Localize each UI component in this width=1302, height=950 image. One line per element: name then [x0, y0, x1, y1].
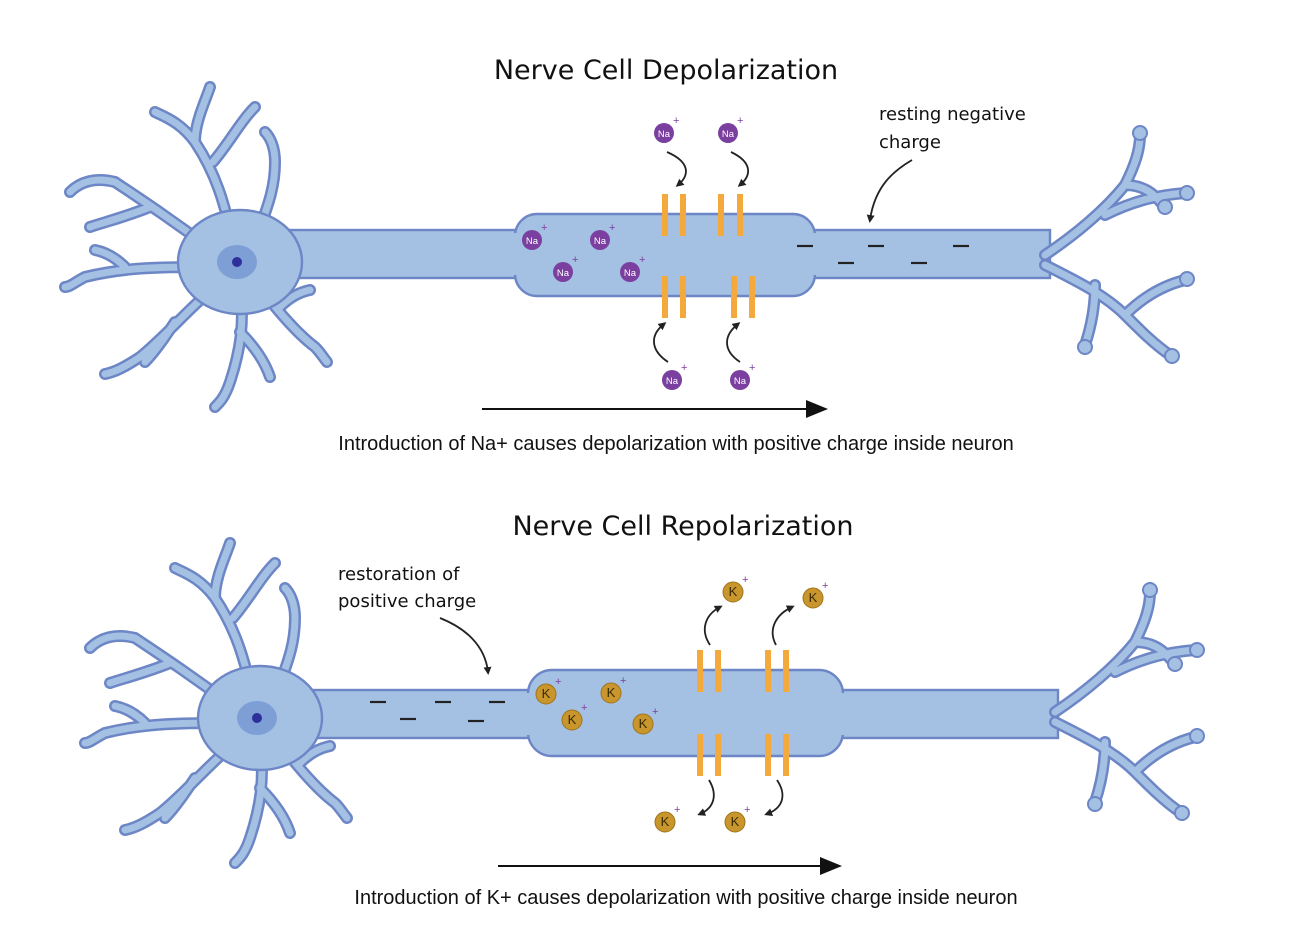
ion-label: K — [542, 686, 551, 701]
ion-charge: + — [744, 804, 750, 816]
ion-charge: + — [742, 574, 748, 586]
ion-label: K — [607, 685, 616, 700]
ion-charge: + — [639, 254, 645, 266]
ion-label: K — [731, 814, 740, 829]
sodium-ions: Na+Na+Na+Na+Na+Na+Na+Na+ — [522, 115, 755, 390]
ion-charge: + — [541, 222, 547, 234]
ion-flow-arrows — [697, 605, 795, 816]
ion-label: Na — [594, 236, 607, 247]
ion-label: Na — [658, 129, 671, 140]
ion-charge: + — [572, 254, 578, 266]
ion: Na+ — [522, 222, 547, 250]
ion-label: K — [661, 814, 670, 829]
ion: K+ — [600, 675, 626, 704]
ion-charge: + — [749, 362, 755, 374]
ion-channels — [662, 194, 755, 318]
negative-charge-dashes — [797, 244, 969, 265]
ion-charge: + — [737, 115, 743, 127]
ion-label: Na — [734, 376, 747, 387]
ion: Na+ — [654, 115, 679, 143]
ion: Na+ — [662, 362, 687, 390]
ion-charge: + — [652, 706, 658, 718]
negative-charge-dashes — [370, 700, 505, 723]
repolarization-panel: Nerve Cell Repolarization K+K+K+K+K+K+K+… — [85, 511, 1204, 909]
ion: K+ — [722, 574, 748, 603]
ion-charge: + — [581, 702, 587, 714]
depolarization-panel: Nerve Cell Depolarization — [65, 55, 1194, 455]
panel-title: Nerve Cell Depolarization — [494, 55, 838, 86]
annotation-line-1: restoration of — [338, 564, 460, 585]
panel-caption: Introduction of Na+ causes depolarizatio… — [338, 433, 1013, 455]
annotation-arrow — [866, 159, 913, 223]
ion-label: K — [729, 584, 738, 599]
ion-charge: + — [822, 580, 828, 592]
ion-charge: + — [555, 676, 561, 688]
ion: Na+ — [553, 254, 578, 282]
annotation-arrow — [439, 617, 492, 675]
cell-body — [85, 543, 347, 863]
ion-label: Na — [624, 268, 637, 279]
panel-caption: Introduction of K+ causes depolarization… — [354, 887, 1017, 909]
ion: K+ — [561, 702, 587, 731]
annotation-line-1: resting negative — [879, 104, 1026, 125]
ion: Na+ — [730, 362, 755, 390]
ion-charge: + — [620, 675, 626, 687]
ion-charge: + — [673, 115, 679, 127]
ion: K+ — [535, 676, 561, 705]
ion-label: K — [809, 590, 818, 605]
ion-label: Na — [722, 129, 735, 140]
axon-terminal — [1055, 583, 1204, 820]
ion: K+ — [802, 580, 828, 609]
ion-channels — [697, 650, 789, 776]
ion-label: Na — [666, 376, 679, 387]
annotation-line-2: positive charge — [338, 591, 476, 612]
ion: Na+ — [590, 222, 615, 250]
ion-label: K — [639, 716, 648, 731]
ion-charge: + — [674, 804, 680, 816]
ion-label: K — [568, 712, 577, 727]
cell-body — [65, 87, 327, 407]
ion: K+ — [632, 706, 658, 735]
ion-charge: + — [681, 362, 687, 374]
axon-terminal — [1045, 126, 1194, 363]
potassium-ions: K+K+K+K+K+K+K+K+ — [535, 574, 828, 833]
ion-label: Na — [526, 236, 539, 247]
ion-flow-arrows — [653, 151, 749, 363]
ion: K+ — [654, 804, 680, 833]
ion: K+ — [724, 804, 750, 833]
ion: Na+ — [718, 115, 743, 143]
ion-label: Na — [557, 268, 570, 279]
ion-charge: + — [609, 222, 615, 234]
annotation-line-2: charge — [879, 132, 941, 153]
panel-title: Nerve Cell Repolarization — [512, 511, 853, 542]
ion: Na+ — [620, 254, 645, 282]
